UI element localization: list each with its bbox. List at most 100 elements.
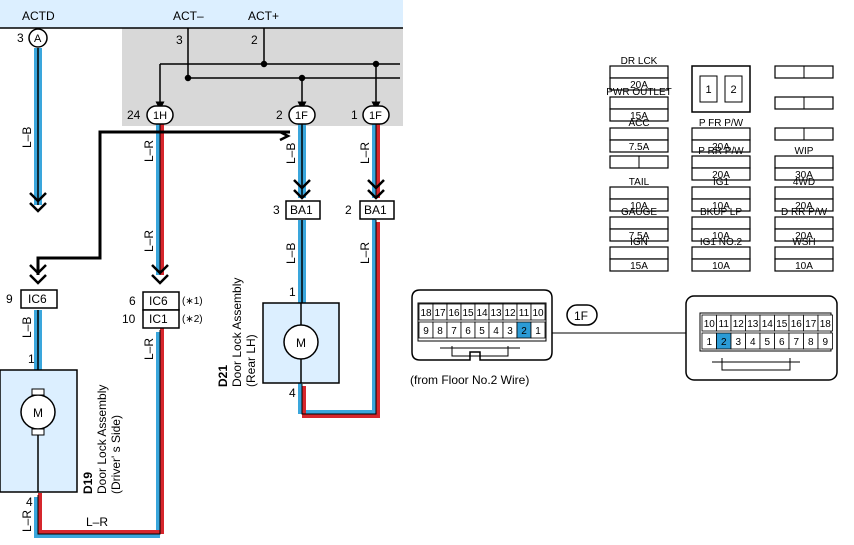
pin-label: 5 bbox=[764, 337, 770, 348]
fuse-name: IG1 NO.2 bbox=[700, 237, 743, 248]
fuse-name: D RR P/W bbox=[781, 207, 828, 218]
fuse-rating: 10A bbox=[712, 201, 730, 212]
connector-ic6-left-pin: 9 bbox=[6, 292, 13, 306]
connector-pin: 5 bbox=[474, 321, 490, 339]
fuse-rating: 20A bbox=[712, 170, 730, 181]
pin-label: 18 bbox=[820, 319, 832, 330]
ecu-top-band bbox=[0, 0, 403, 28]
arrow-chevrons bbox=[29, 130, 385, 285]
connector-pin: 8 bbox=[803, 332, 819, 350]
pin-actd-label: ACTD bbox=[22, 9, 55, 23]
fuse-rating: 20A bbox=[795, 201, 813, 212]
wire-label-lr-5: L–R bbox=[142, 338, 156, 360]
fuse-4wd: 4WD 20A bbox=[774, 177, 834, 212]
d21-name1: Door Lock Assembly bbox=[230, 278, 244, 387]
pin-label: 12 bbox=[504, 308, 516, 319]
d21-code: D21 bbox=[216, 365, 230, 387]
wire-label-lb-2: L–B bbox=[284, 143, 298, 164]
fuse-rating: 20A bbox=[630, 80, 648, 91]
fuse-rating: 7.5A bbox=[629, 231, 650, 242]
pin-label: 14 bbox=[762, 319, 774, 330]
fuse-name: 4WD bbox=[793, 177, 815, 188]
connector-a: A bbox=[28, 28, 48, 48]
fuse-name: P FR P/W bbox=[699, 118, 744, 129]
connector-ic1-mid-note: (∗2) bbox=[182, 314, 203, 325]
fuse-rating: 15A bbox=[630, 261, 648, 272]
pin-label: 1 bbox=[535, 326, 541, 337]
pin-label: 8 bbox=[437, 326, 443, 337]
connector-ic6-mid-note: (∗1) bbox=[182, 296, 203, 307]
wire-label-lr-6: L–R bbox=[20, 510, 34, 532]
connector-pin: 7 bbox=[446, 321, 462, 339]
connector-ba1-b-label: BA1 bbox=[364, 203, 387, 217]
connector-ic6-left-label: IC6 bbox=[28, 292, 47, 306]
connector-1f-link: 1F bbox=[552, 304, 686, 334]
fuse-name: GAUGE bbox=[621, 207, 657, 218]
pin-label: 2 bbox=[721, 337, 727, 348]
fuse-empty bbox=[774, 65, 834, 79]
pin-label: 4 bbox=[750, 337, 756, 348]
connector-pin: 3 bbox=[730, 332, 746, 350]
d19-pin-top: 1 bbox=[28, 352, 35, 366]
pin-label: 9 bbox=[423, 326, 429, 337]
connector-pin: 1 bbox=[701, 332, 717, 350]
fuse-tail: TAIL 10A bbox=[609, 177, 669, 212]
pin-label: 15 bbox=[462, 308, 474, 319]
pin-label: 1 bbox=[706, 337, 712, 348]
fuse-rating: 10A bbox=[712, 231, 730, 242]
wire-label-lr-7: L–R bbox=[86, 515, 108, 529]
connector-ba1-a-pin: 3 bbox=[273, 203, 280, 217]
pin-label: 16 bbox=[791, 319, 803, 330]
connector-ic1-mid-pin: 10 bbox=[122, 312, 136, 326]
fuse-ign: IGN 15A bbox=[609, 237, 669, 272]
connector-pin: 14 bbox=[474, 303, 490, 321]
pin-label: 6 bbox=[779, 337, 785, 348]
wire-label-lr-1: L–R bbox=[142, 140, 156, 162]
fuse-rating: 20A bbox=[795, 231, 813, 242]
pin-label: 10 bbox=[704, 319, 716, 330]
connector-pin: 15 bbox=[774, 314, 790, 332]
fuse-name: IGN bbox=[630, 237, 648, 248]
connector-1h: 1H 24 bbox=[127, 105, 174, 125]
fuse-rating: 30A bbox=[795, 170, 813, 181]
connector-pin: 11 bbox=[516, 303, 532, 321]
fuse-name: ACC bbox=[628, 118, 649, 129]
connector-1f-caption: (from Floor No.2 Wire) bbox=[410, 373, 529, 387]
connector-pin: 4 bbox=[745, 332, 761, 350]
d19-code: D19 bbox=[81, 472, 95, 494]
wire-label-lb-3: L–B bbox=[284, 243, 298, 264]
pin-label: 17 bbox=[434, 308, 446, 319]
pin-label: 14 bbox=[476, 308, 488, 319]
pin-label: 7 bbox=[793, 337, 799, 348]
connector-1h-pin: 24 bbox=[127, 108, 141, 122]
fuse-empty bbox=[774, 127, 834, 141]
pin-label: 11 bbox=[519, 308, 530, 319]
connector-pin: 9 bbox=[817, 332, 833, 350]
connector-pin: 12 bbox=[502, 303, 518, 321]
connector-ba1-a-label: BA1 bbox=[290, 203, 313, 217]
pin-act-minus-label: ACT– bbox=[173, 9, 204, 23]
relay-pin-2: 2 bbox=[730, 84, 736, 96]
connector-ba1-a: BA1 3 bbox=[273, 200, 321, 220]
connector-1f-b-pin: 1 bbox=[351, 108, 358, 122]
connector-pin: 17 bbox=[432, 303, 448, 321]
fuse-rating: 10A bbox=[630, 201, 648, 212]
connector-pin: 17 bbox=[803, 314, 819, 332]
fuse-rating: 15A bbox=[630, 111, 648, 122]
connector-pin: 9 bbox=[418, 321, 434, 339]
fuse-name: TAIL bbox=[629, 177, 650, 188]
connector-pin: 12 bbox=[730, 314, 746, 332]
connector-ba1-b-pin: 2 bbox=[345, 203, 352, 217]
d19-name2: (Driver' s Side) bbox=[109, 415, 123, 494]
connector-ic6-left: IC6 9 bbox=[6, 289, 58, 309]
